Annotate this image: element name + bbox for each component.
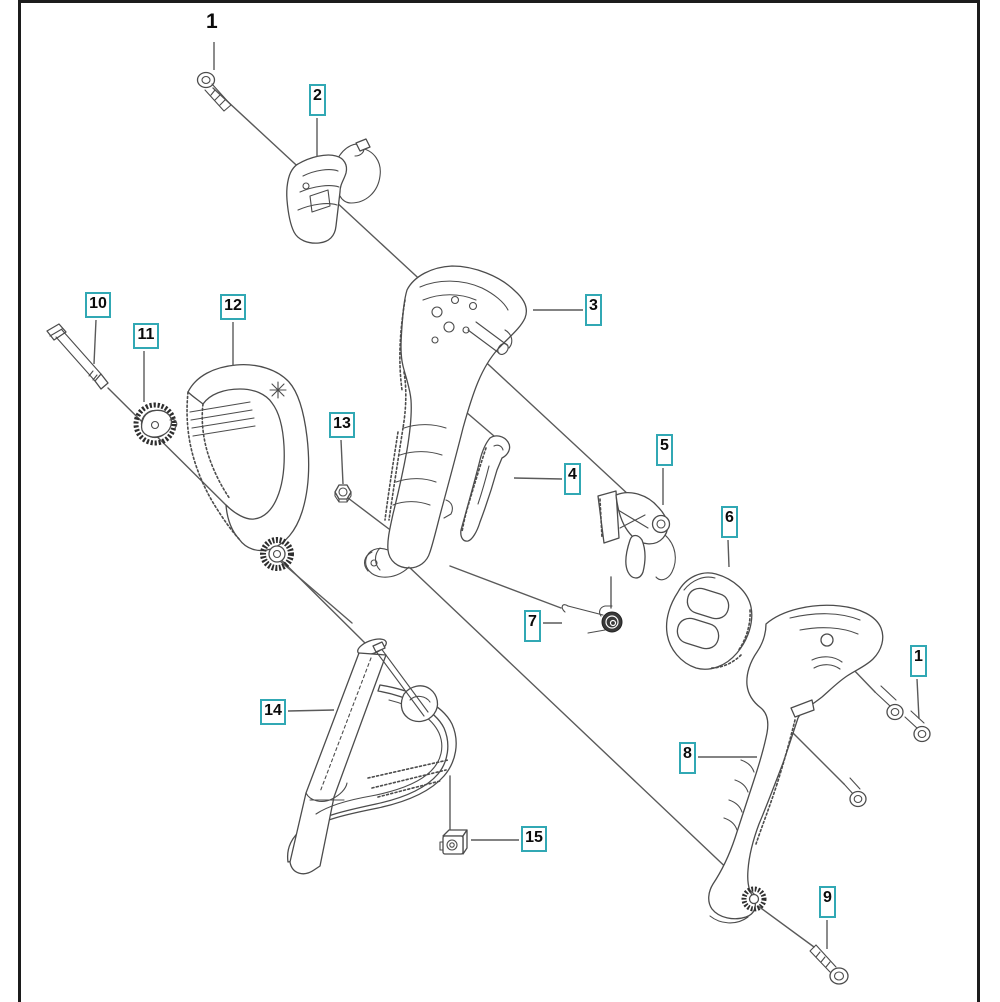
leader-1-right (916, 678, 920, 720)
callout-10[interactable]: 10 (85, 292, 111, 318)
part-2-switch-drawing (286, 138, 381, 244)
part-7-spring-drawing (561, 604, 623, 634)
part-8-housing-right-drawing (708, 604, 884, 924)
callout-1-top[interactable]: 1 (206, 10, 218, 33)
leader-14 (287, 709, 335, 712)
part-3-housing-left-drawing (363, 265, 528, 578)
callout-4[interactable]: 4 (564, 463, 581, 495)
callout-8[interactable]: 8 (679, 742, 696, 774)
callout-13[interactable]: 13 (329, 412, 355, 438)
callout-3[interactable]: 3 (585, 294, 602, 326)
part-9-screw-drawing (809, 944, 849, 985)
part-10-bolt-drawing (46, 323, 109, 390)
leader-6 (727, 539, 730, 568)
callout-15[interactable]: 15 (521, 826, 547, 852)
callout-14[interactable]: 14 (260, 699, 286, 725)
leader-10 (93, 319, 97, 365)
callout-2[interactable]: 2 (309, 84, 326, 116)
callout-11[interactable]: 11 (133, 323, 159, 349)
part-12-loop-handle-drawing (186, 364, 310, 571)
part-15-clip-drawing (439, 829, 468, 855)
callout-12[interactable]: 12 (220, 294, 246, 320)
callout-6[interactable]: 6 (721, 506, 738, 538)
part-13-nut-drawing (334, 484, 352, 503)
diagram-border (18, 0, 980, 1002)
leader-13 (340, 439, 344, 485)
part-1-screws-right-drawing (843, 685, 931, 808)
callout-9[interactable]: 9 (819, 886, 836, 918)
callout-7[interactable]: 7 (524, 610, 541, 642)
part-1-screw-drawing (196, 71, 232, 112)
part-6-pad-drawing (665, 572, 753, 670)
callout-1-right[interactable]: 1 (910, 645, 927, 677)
part-14-shaft-assembly-drawing (286, 638, 457, 875)
part-4-rod-drawing (460, 435, 511, 542)
leader-lines (93, 42, 920, 949)
part-5-trigger-drawing (597, 490, 676, 581)
leader-4 (513, 477, 563, 480)
callout-5[interactable]: 5 (656, 434, 673, 466)
part-11-knob-drawing (133, 402, 178, 446)
